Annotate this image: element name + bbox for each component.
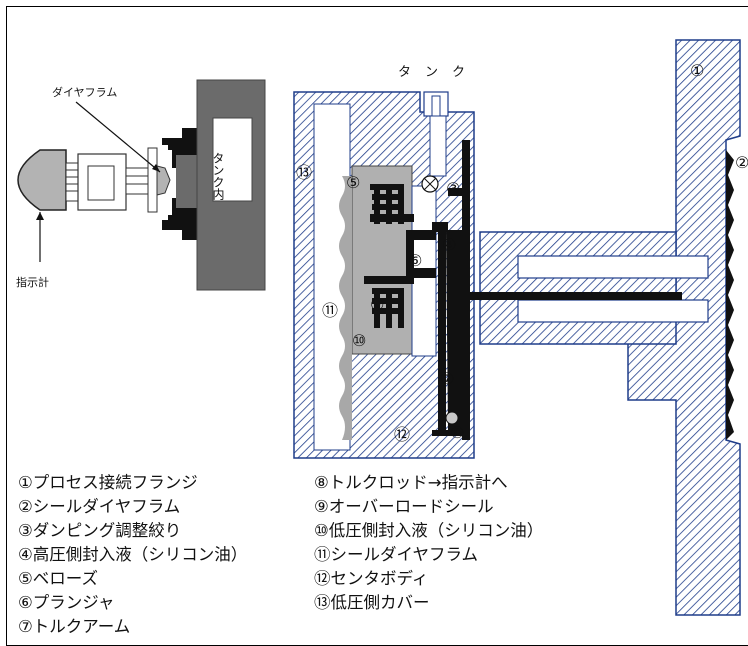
legend-item: ③ダンピング調整絞り <box>18 521 182 540</box>
label-2: ② <box>735 153 748 172</box>
tank-label: タンク <box>398 65 479 80</box>
small-diaphragm <box>156 165 171 196</box>
legend-item: ②シールダイヤフラム <box>18 497 181 516</box>
label-4: ④ <box>442 235 456 254</box>
indicator-schematic <box>17 79 266 291</box>
label-12: ⑫ <box>394 425 410 444</box>
legend-item: ⑬低圧側カバー <box>314 593 430 612</box>
indicator-label: 指示計 <box>16 275 49 289</box>
overload-seal <box>364 276 414 328</box>
plunger-torque-arm <box>406 140 682 440</box>
diaphragm-label: ダイヤフラム <box>52 85 117 99</box>
seal-diaphragm-high <box>726 150 734 440</box>
label-10: ⑩ <box>352 331 366 350</box>
connecting-neck <box>479 231 677 345</box>
label-6: ⑥ <box>408 251 422 270</box>
label-7: ⑦ <box>440 369 454 388</box>
tank-interior-label: タンク内 <box>211 152 225 200</box>
legend-item: ⑩低圧側封入液（シリコン油） <box>314 521 544 540</box>
legend-item: ⑥プランジャ <box>18 593 115 612</box>
legend-item: ⑧トルクロッド→指示計へ <box>314 473 508 492</box>
label-9: ⑨ <box>370 295 384 314</box>
legend-item: ⑫センタボディ <box>314 569 429 588</box>
label-8: ⑧ <box>450 423 464 442</box>
label-11: ⑪ <box>322 301 338 320</box>
legend-item: ①プロセス接続フランジ <box>18 473 198 492</box>
legend-item: ⑦トルクアーム <box>18 617 131 636</box>
legend-item: ⑪シールダイヤフラム <box>314 545 479 564</box>
seal-diaphragm-low <box>339 176 352 440</box>
bellows <box>370 184 414 224</box>
label-3: ③ <box>446 179 460 198</box>
label-1: ① <box>690 61 704 80</box>
indicator-gauge <box>17 149 67 211</box>
legend-item: ⑨オーバーロードシール <box>314 497 494 516</box>
label-5: ⑤ <box>346 173 360 192</box>
legend-item: ④高圧側封入液（シリコン油） <box>18 545 248 564</box>
legend-left: ①プロセス接続フランジ ②シールダイヤフラム ③ダンピング調整絞り ④高圧側封入… <box>18 471 247 639</box>
label-13: ⑬ <box>296 163 312 182</box>
legend-item: ⑤ベローズ <box>18 569 98 588</box>
legend-right: ⑧トルクロッド→指示計へ ⑨オーバーロードシール ⑩低圧側封入液（シリコン油） … <box>314 471 543 615</box>
